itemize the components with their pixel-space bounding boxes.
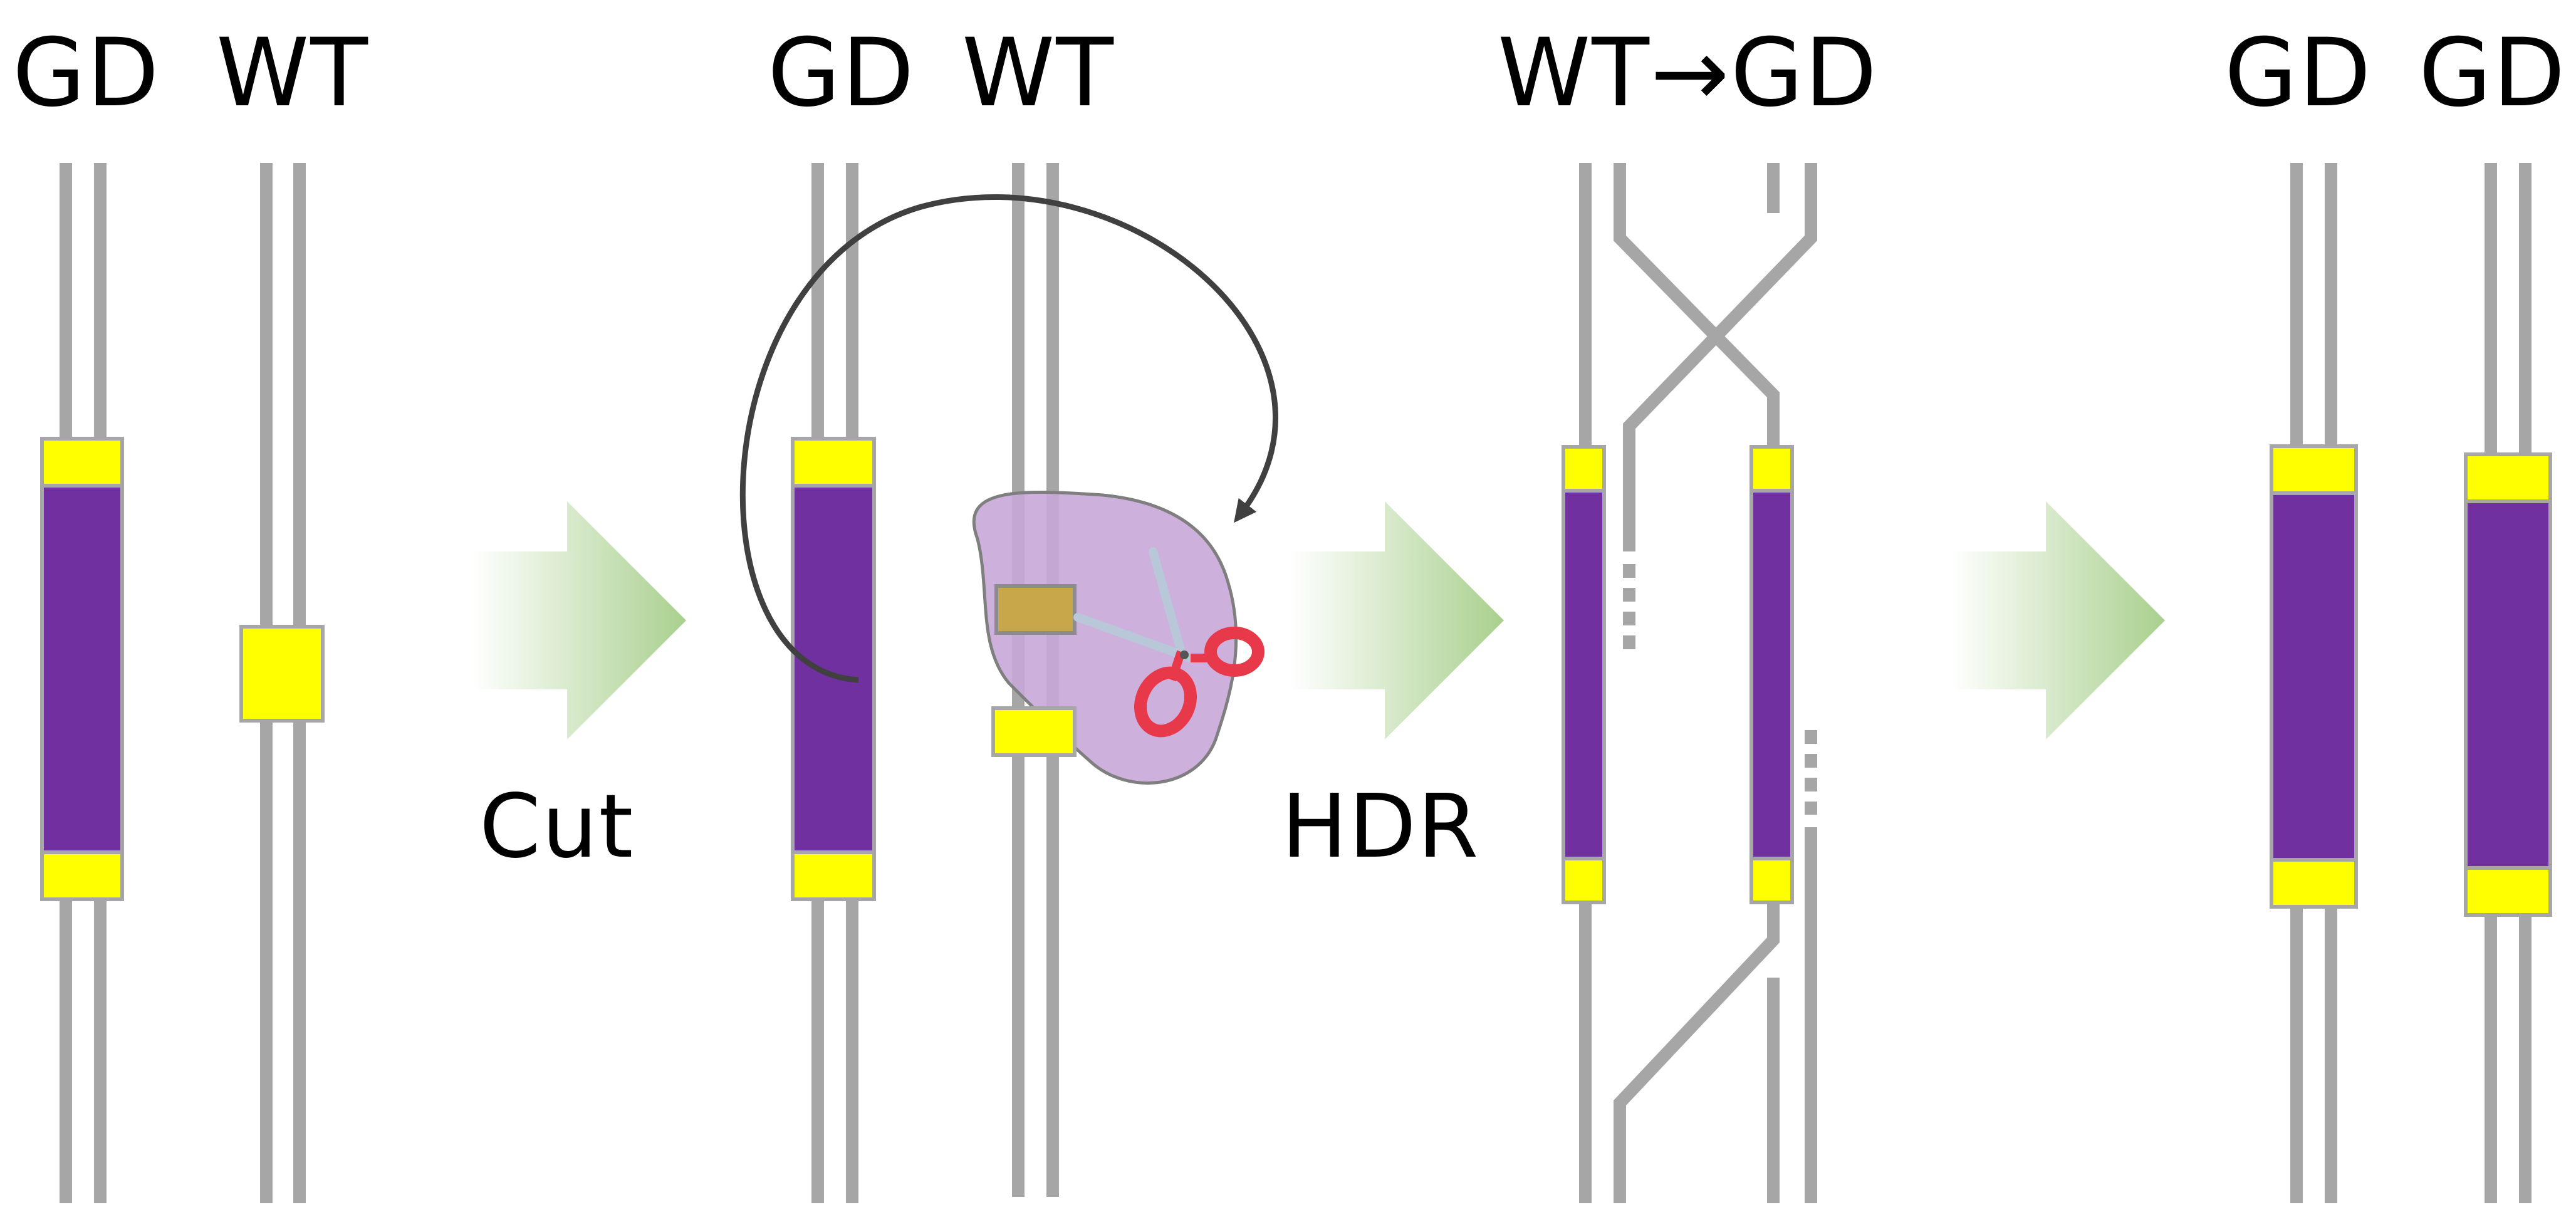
panel2-gd-chromosome — [791, 163, 876, 1203]
panel1-gd-label: GD — [13, 19, 160, 128]
block-arrow-right-icon — [1291, 501, 1504, 739]
flank-top — [40, 437, 124, 488]
panel1-wt-label: WT — [216, 19, 369, 128]
panel2-wt-label: WT — [962, 19, 1115, 128]
hdr-step-label: HDR — [1281, 776, 1480, 878]
panel3-label: WT→GD — [1498, 19, 1879, 128]
panel4-gd-label-1: GD — [2224, 19, 2372, 128]
cut-step-label: Cut — [479, 776, 635, 878]
flank-bottom — [40, 850, 124, 901]
panel4-gd-chromosome-1 — [2270, 163, 2358, 1203]
panel1-wt-chromosome — [239, 163, 325, 1203]
wt-target-site-cut — [994, 584, 1077, 635]
scissors-icon — [1073, 547, 1265, 738]
wt-target-site-lower — [991, 706, 1077, 757]
panel2-gd-label: GD — [768, 19, 915, 128]
cas9-complex — [972, 490, 1238, 785]
cassette — [40, 484, 124, 854]
copy-curve-arrow — [739, 194, 1278, 683]
panel3-hdr — [1562, 163, 1817, 1203]
block-arrow-right-icon — [1952, 501, 2165, 739]
panel4-gd-label-2: GD — [2419, 19, 2567, 128]
panel4-gd-chromosome-2 — [2464, 163, 2552, 1203]
block-arrow-right-icon — [473, 501, 686, 739]
panel1-gd-chromosome — [40, 163, 124, 1203]
wt-target-site — [239, 625, 325, 723]
